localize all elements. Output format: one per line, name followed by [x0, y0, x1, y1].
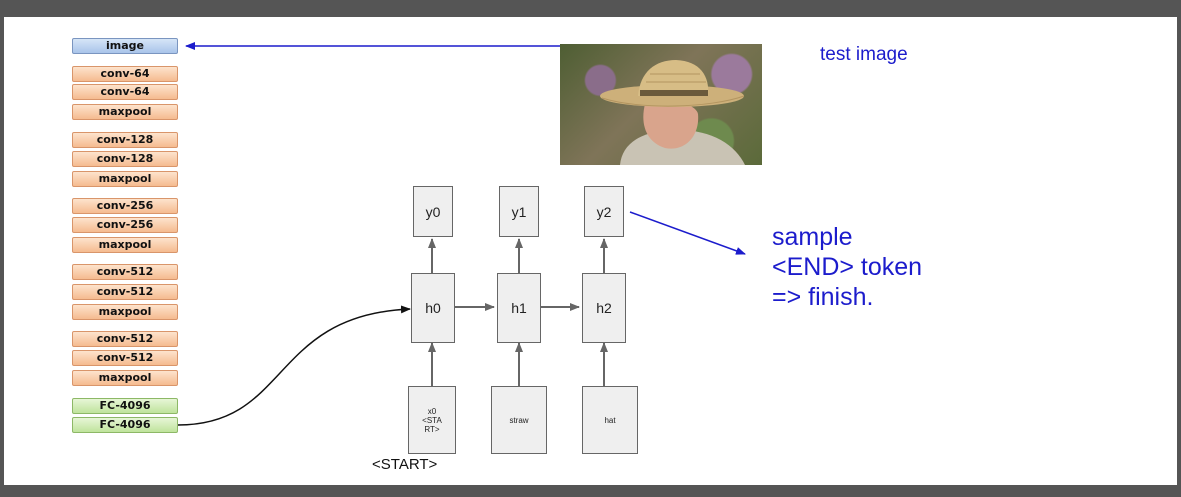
test-image-photo: [560, 44, 762, 165]
rnn-input-node: x0 <STA RT>: [408, 386, 456, 454]
start-token-label: <START>: [372, 456, 438, 473]
layer-maxpool: maxpool: [72, 370, 178, 386]
rnn-input-node: straw: [491, 386, 547, 454]
rnn-hidden-node: h2: [582, 273, 626, 343]
layer-conv: conv-64: [72, 84, 178, 100]
arrow-fc-to-h0: [177, 305, 411, 426]
sample-end-line: <END> token: [772, 253, 923, 281]
rnn-output-node: y2: [584, 186, 624, 237]
layer-conv: conv-512: [72, 284, 178, 300]
rnn-input-node: hat: [582, 386, 638, 454]
sample-end-note: sample <END> token => finish.: [772, 222, 922, 312]
slide-top-bar: [0, 0, 1181, 17]
layer-conv: conv-256: [72, 217, 178, 233]
layer-conv: conv-256: [72, 198, 178, 214]
layer-conv: conv-512: [72, 331, 178, 347]
test-image-label: test image: [820, 44, 908, 65]
layer-image: image: [72, 38, 178, 54]
layer-conv: conv-64: [72, 66, 178, 82]
sample-end-line: => finish.: [772, 283, 874, 311]
layer-conv: conv-128: [72, 132, 178, 148]
layer-maxpool: maxpool: [72, 104, 178, 120]
rnn-hidden-node: h1: [497, 273, 541, 343]
slide-bottom-bar: [0, 485, 1181, 497]
layer-conv: conv-512: [72, 350, 178, 366]
layer-fc: FC-4096: [72, 417, 178, 433]
layer-conv: conv-512: [72, 264, 178, 280]
layer-conv: conv-128: [72, 151, 178, 167]
layer-maxpool: maxpool: [72, 304, 178, 320]
sample-end-line: sample: [772, 223, 853, 251]
straw-hat-man-illustration: [600, 60, 745, 165]
layer-fc: FC-4096: [72, 398, 178, 414]
layer-maxpool: maxpool: [72, 171, 178, 187]
layer-maxpool: maxpool: [72, 237, 178, 253]
rnn-output-node: y1: [499, 186, 539, 237]
rnn-hidden-node: h0: [411, 273, 455, 343]
arrow-sample-end: [629, 211, 746, 255]
rnn-output-node: y0: [413, 186, 453, 237]
